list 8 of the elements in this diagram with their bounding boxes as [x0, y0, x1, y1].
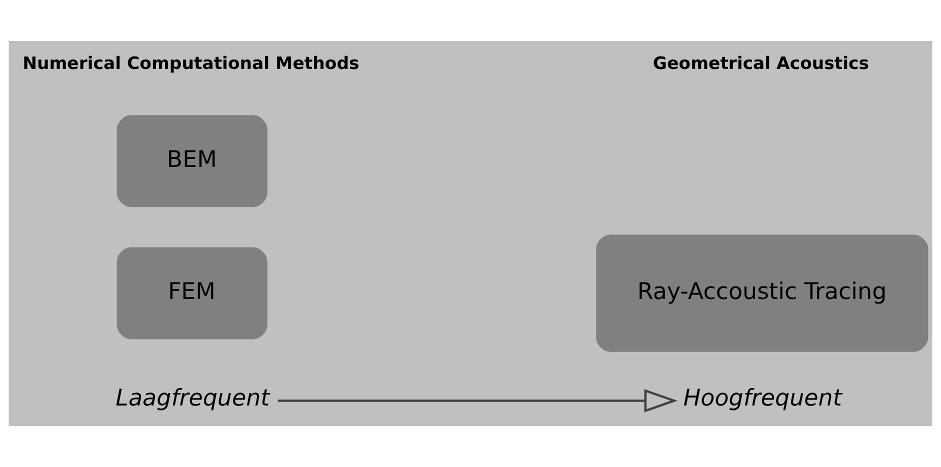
node-box: BEM [116, 115, 268, 208]
arrow [278, 389, 678, 412]
node-text: Laagfrequent [116, 385, 270, 412]
label: Numerical Computational Methods [22, 54, 360, 74]
node-box: FEM [116, 247, 268, 340]
label: Geometrical Acoustics [652, 54, 870, 74]
node-box: Ray-Accoustic Tracing [596, 234, 928, 352]
node-text: Hoogfrequent [683, 385, 842, 412]
